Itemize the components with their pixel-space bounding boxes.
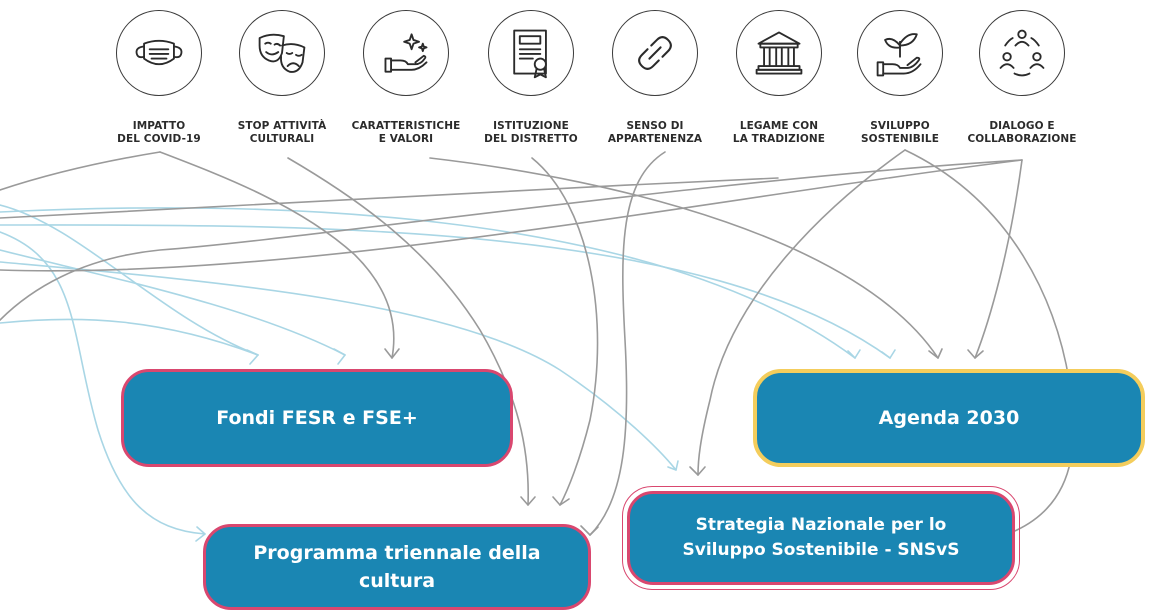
theme-circle xyxy=(488,10,574,96)
connector-to-fesr xyxy=(0,249,346,356)
hand-sparkles-icon xyxy=(384,33,428,73)
connector-to-fesr xyxy=(0,204,259,356)
target-fondi-fesr: Fondi FESR e FSE+ xyxy=(121,369,513,467)
target-strategia-snsvs: Strategia Nazionale per lo Sviluppo Sost… xyxy=(627,491,1015,585)
target-label: Agenda 2030 xyxy=(878,407,1020,429)
target-agenda-2030: Agenda 2030 xyxy=(753,369,1145,467)
theme-circle xyxy=(239,10,325,96)
people-cycle-icon xyxy=(999,29,1045,77)
connector-from-covid xyxy=(159,151,395,359)
connector-to-fesr xyxy=(0,318,259,356)
theme-circle xyxy=(979,10,1065,96)
arrowhead xyxy=(552,496,570,506)
chain-link-icon xyxy=(638,36,672,70)
connector-to-programma xyxy=(0,231,206,535)
theme-circle xyxy=(116,10,202,96)
connector-from-ist xyxy=(531,157,599,506)
arrowhead xyxy=(580,525,599,536)
connector-from-svil xyxy=(904,149,1075,536)
theme-circle xyxy=(363,10,449,96)
classical-building-icon xyxy=(755,31,803,75)
arrowhead xyxy=(967,349,984,359)
connector-from-covid xyxy=(0,151,161,191)
theme-circle xyxy=(612,10,698,96)
arrowhead xyxy=(689,466,706,476)
target-label-line: Programma triennale della xyxy=(253,542,541,564)
certificate-icon xyxy=(513,29,547,79)
mask-icon xyxy=(135,39,183,66)
theme-circle xyxy=(736,10,822,96)
connector-from-dialogo xyxy=(0,159,1023,272)
target-label-line: cultura xyxy=(358,570,436,592)
arrowhead xyxy=(246,349,259,365)
connector-from-legame xyxy=(0,177,779,219)
arrowhead xyxy=(928,348,943,359)
arrowhead xyxy=(333,348,346,365)
connector-from-dialogo xyxy=(974,159,1023,359)
theatre-masks-icon xyxy=(258,33,306,73)
target-label: Fondi FESR e FSE+ xyxy=(216,407,418,429)
connector-from-svil xyxy=(697,149,906,476)
theme-circle xyxy=(857,10,943,96)
target-label-line: Sviluppo Sostenibile - SNSvS xyxy=(682,540,960,560)
connector-to-snsvs xyxy=(0,261,677,471)
arrowhead xyxy=(881,349,896,359)
connector-from-dialogo xyxy=(0,159,1023,321)
connector-to-agenda xyxy=(0,224,891,359)
connector-from-car xyxy=(429,157,939,359)
target-programma-triennale: Programma triennale della cultura xyxy=(203,524,591,610)
arrowhead xyxy=(384,348,400,359)
arrowhead xyxy=(847,349,861,359)
connector-to-agenda xyxy=(0,207,856,359)
target-outer-frame xyxy=(622,486,1020,590)
connector-from-stop xyxy=(287,157,530,506)
arrowhead xyxy=(520,496,536,506)
arrowhead xyxy=(667,460,679,471)
hand-plant-icon xyxy=(876,33,922,77)
connector-from-senso xyxy=(589,151,666,536)
target-label-line: Strategia Nazionale per lo xyxy=(695,515,947,535)
arrowhead xyxy=(195,526,206,542)
